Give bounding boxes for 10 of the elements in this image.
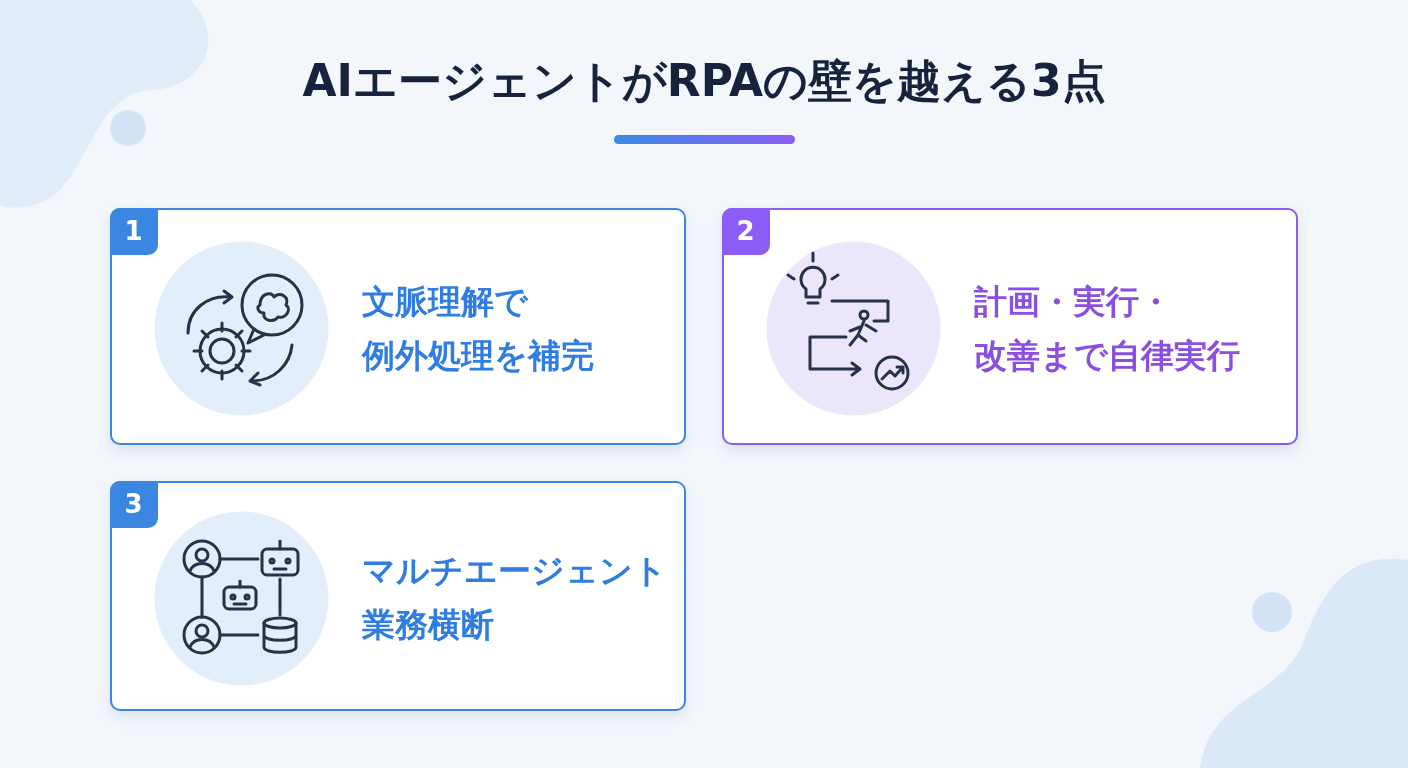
- card-text: マルチエージェント業務横断: [362, 550, 667, 646]
- card-text: 文脈理解で例外処理を補完: [362, 280, 594, 377]
- number-badge: 3: [109, 480, 158, 528]
- card-text: 計画・実行・改善まで自律実行: [974, 280, 1240, 377]
- number-badge: 2: [721, 207, 770, 255]
- number-badge: 1: [109, 207, 158, 255]
- title: AIエージェントがRPAの壁を越える3点: [302, 55, 1106, 106]
- card: [110, 208, 686, 445]
- card: [110, 481, 686, 711]
- card: [722, 208, 1298, 445]
